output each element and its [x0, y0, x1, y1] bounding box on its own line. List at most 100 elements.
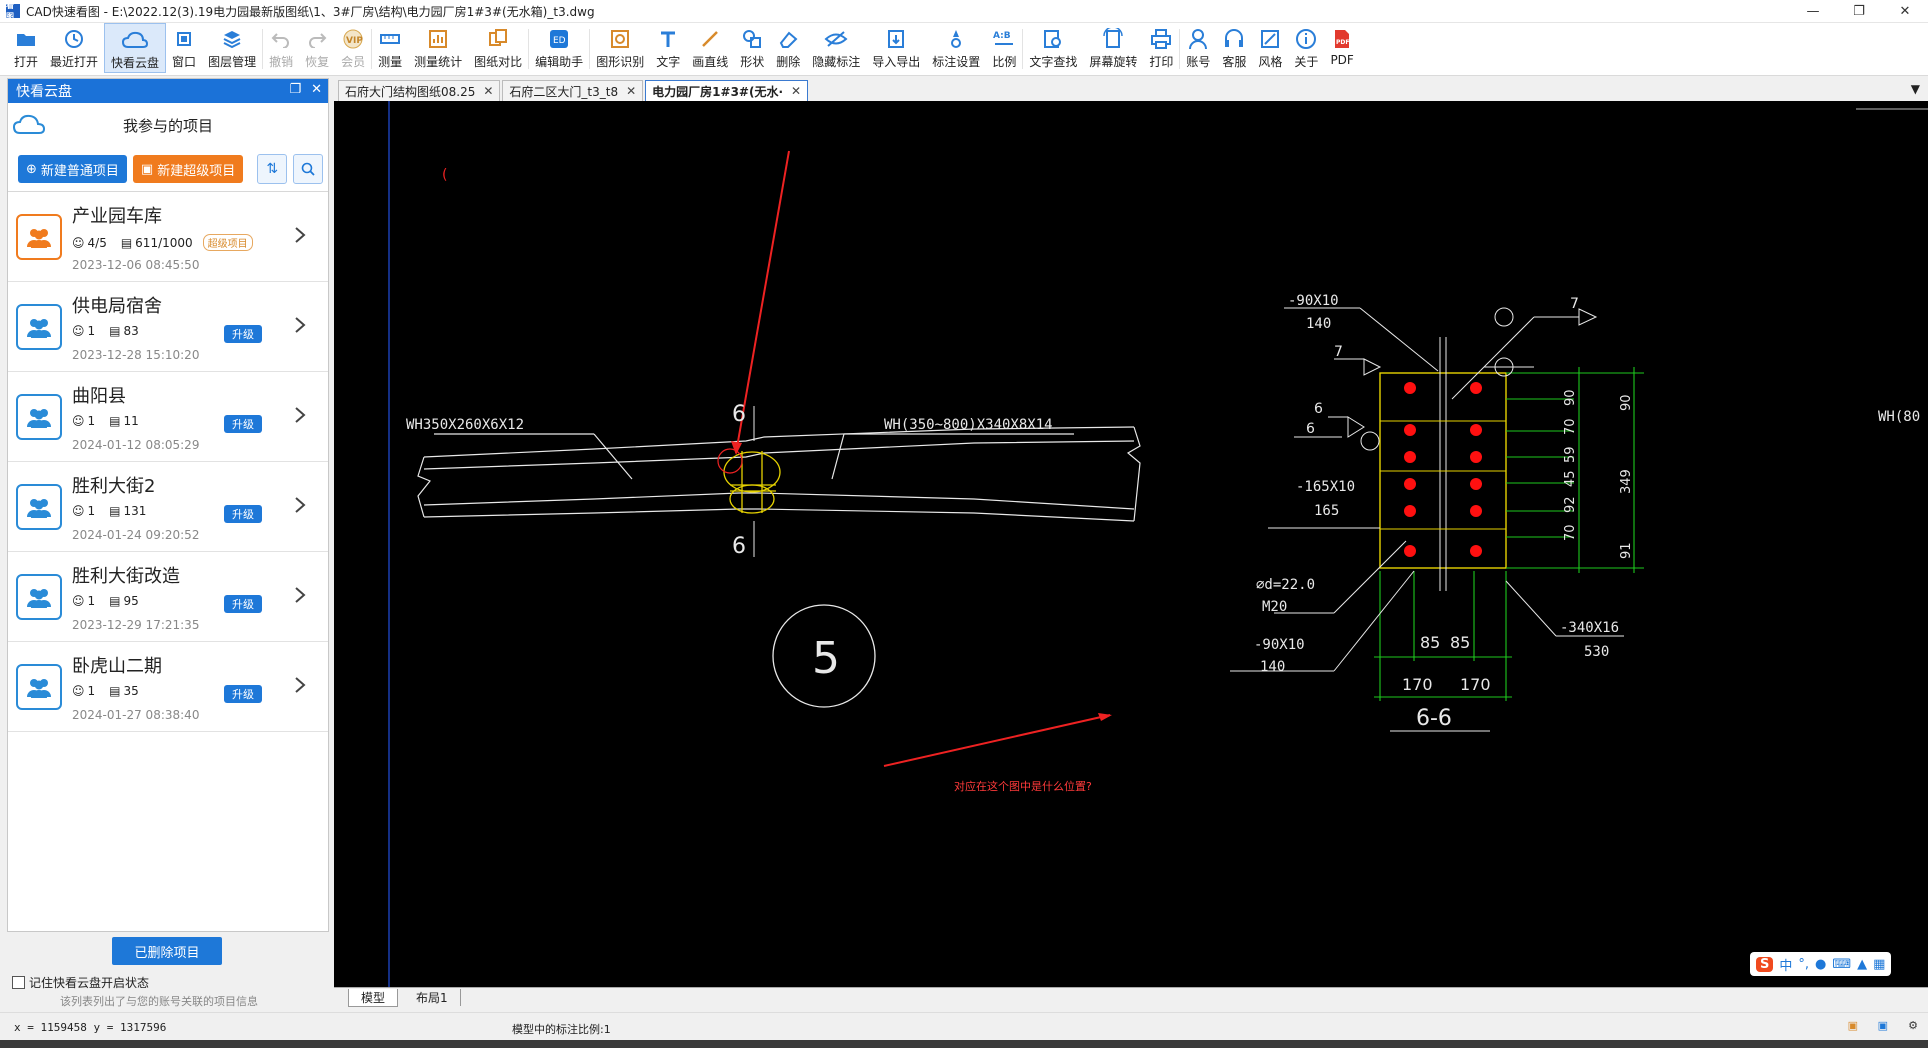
- label-plate-2-width: 165: [1314, 503, 1339, 519]
- ime-toolbar[interactable]: S 中 °, ● ⌨ ▲ ▦: [1750, 952, 1892, 976]
- chevron-right-icon[interactable]: [294, 676, 306, 697]
- toolbar-shape-recognize-button[interactable]: 图形识别: [590, 23, 650, 73]
- status-settings-icon[interactable]: ⚙: [1908, 1019, 1918, 1032]
- toolbar-text-button[interactable]: 文字: [650, 23, 686, 73]
- beam-left-label: WH350X260X6X12: [406, 417, 524, 433]
- toolbar-edit-assistant-label: 编辑助手: [535, 55, 584, 69]
- chevron-right-icon[interactable]: [294, 226, 306, 247]
- deleted-projects-button[interactable]: 已删除项目: [112, 937, 222, 965]
- toolbar-cloud-button[interactable]: 快看云盘: [104, 23, 167, 73]
- toolbar-compare-button[interactable]: 图纸对比: [468, 23, 528, 73]
- toolbar-headset-button[interactable]: 客服: [1216, 23, 1252, 73]
- keyboard-icon[interactable]: ⌨: [1832, 956, 1852, 972]
- toolbar-ruler-button[interactable]: 测量: [372, 23, 408, 73]
- chevron-right-icon[interactable]: [294, 406, 306, 427]
- toolbar-annotation-settings-button[interactable]: 标注设置: [926, 23, 986, 73]
- upgrade-button[interactable]: 升级: [224, 325, 262, 343]
- minimize-icon[interactable]: —: [1806, 3, 1820, 19]
- toolbar-redo-button[interactable]: 恢复: [299, 23, 335, 73]
- toolbar-text-search-button[interactable]: 文字查找: [1023, 23, 1083, 73]
- microphone-icon[interactable]: ●: [1815, 956, 1827, 972]
- toolbar-eraser-button[interactable]: 删除: [770, 23, 806, 73]
- tab-close-icon[interactable]: ✕: [791, 84, 802, 98]
- new-super-project-button[interactable]: ▣ 新建超级项目: [132, 155, 244, 183]
- project-members: 1: [87, 414, 96, 428]
- chevron-right-icon[interactable]: [294, 496, 306, 517]
- toolbar-line-button[interactable]: 画直线: [686, 23, 734, 73]
- drawing-canvas[interactable]: WH350X260X6X12 WH(350~800)X340X8X14 6 6 …: [334, 101, 1928, 987]
- toolbar-window-button[interactable]: 窗口: [166, 23, 202, 73]
- toolbar-account-button[interactable]: 账号: [1180, 23, 1216, 73]
- vertical-dims: 90 70 59 45 92 70 90 349 91: [1563, 389, 1634, 559]
- toolbar-rotate-button[interactable]: 屏幕旋转: [1083, 23, 1143, 73]
- upgrade-button[interactable]: 升级: [224, 595, 262, 613]
- tab-list-dropdown-icon[interactable]: ▼: [1910, 82, 1920, 96]
- document-tab[interactable]: 石府大门结构图纸08.25✕: [338, 80, 501, 101]
- status-pdf-icon[interactable]: ▣: [1877, 1019, 1888, 1032]
- tab-close-icon[interactable]: ✕: [626, 84, 637, 98]
- toolbar-style-button[interactable]: 风格: [1252, 23, 1288, 73]
- status-lock-icon[interactable]: ▣: [1847, 1019, 1858, 1032]
- menu-grid-icon[interactable]: ▦: [1873, 956, 1886, 972]
- punctuation-icon[interactable]: °,: [1798, 956, 1810, 972]
- chevron-right-icon[interactable]: [294, 316, 306, 337]
- toolbar-account-label: 账号: [1186, 55, 1211, 69]
- folder-icon: [15, 27, 37, 51]
- restore-icon[interactable]: ❐: [1853, 3, 1865, 19]
- project-date: 2024-01-12 08:05:29: [72, 438, 200, 452]
- cad-drawing[interactable]: WH350X260X6X12 WH(350~800)X340X8X14 6 6 …: [334, 101, 1928, 987]
- upgrade-button[interactable]: 升级: [224, 685, 262, 703]
- remember-state-checkbox[interactable]: 记住快看云盘开启状态: [12, 974, 149, 991]
- toolbar-layers-button[interactable]: 图层管理: [202, 23, 262, 73]
- scale-icon: A:B: [992, 27, 1016, 51]
- project-files: 611/1000: [135, 235, 193, 250]
- file-icon: ▤: [109, 324, 121, 338]
- project-name: 胜利大街改造: [72, 566, 180, 587]
- checkbox-box[interactable]: [12, 976, 25, 989]
- upgrade-button[interactable]: 升级: [224, 415, 262, 433]
- toolbar-hide-annotation-button[interactable]: 隐藏标注: [806, 23, 866, 73]
- sync-button[interactable]: ⇅: [257, 154, 288, 184]
- close-panel-icon[interactable]: ✕: [311, 82, 322, 97]
- label-weld-6b: 6: [1306, 421, 1315, 437]
- chevron-right-icon[interactable]: [294, 586, 306, 607]
- ime-mode[interactable]: 中: [1779, 958, 1793, 974]
- new-normal-project-button[interactable]: ⊕ 新建普通项目: [18, 155, 127, 183]
- close-icon[interactable]: ✕: [1899, 3, 1911, 19]
- toolbar-import-export-button[interactable]: 导入导出: [866, 23, 926, 73]
- project-members: 1: [87, 324, 96, 338]
- search-button[interactable]: [293, 154, 324, 184]
- toolbar-clock-button[interactable]: 最近打开: [44, 23, 104, 73]
- document-tab[interactable]: 石府二区大门_t3_t8✕: [502, 80, 644, 101]
- toolbar-shape-button[interactable]: 形状: [734, 23, 770, 73]
- label-plate-1: -90X10: [1288, 293, 1339, 309]
- toolbar-info-button[interactable]: 关于: [1288, 23, 1324, 73]
- tab-model[interactable]: 模型: [348, 989, 399, 1007]
- toolbar-folder-button[interactable]: 打开: [8, 23, 44, 73]
- tab-close-icon[interactable]: ✕: [483, 84, 494, 98]
- upgrade-button[interactable]: 升级: [224, 505, 262, 523]
- float-panel-icon[interactable]: ❐: [289, 82, 302, 97]
- toolbar-ruler-label: 测量: [378, 55, 403, 69]
- stray-mark: (: [442, 167, 447, 183]
- document-tab[interactable]: 电力园厂房1#3#(无水·✕: [645, 80, 809, 101]
- toolbar-undo-button[interactable]: 撤销: [263, 23, 299, 73]
- project-name: 供电局宿舍: [72, 296, 162, 317]
- toolbar-measure-stats-button[interactable]: 测量统计: [408, 23, 468, 73]
- tab-layout1[interactable]: 布局1: [404, 989, 461, 1006]
- window-icon: [174, 27, 194, 51]
- skin-icon[interactable]: ▲: [1857, 956, 1868, 972]
- member-icon: ☺: [72, 324, 85, 338]
- dim-v-1: 90: [1563, 389, 1578, 406]
- toolbar-print-button[interactable]: 打印: [1143, 23, 1179, 73]
